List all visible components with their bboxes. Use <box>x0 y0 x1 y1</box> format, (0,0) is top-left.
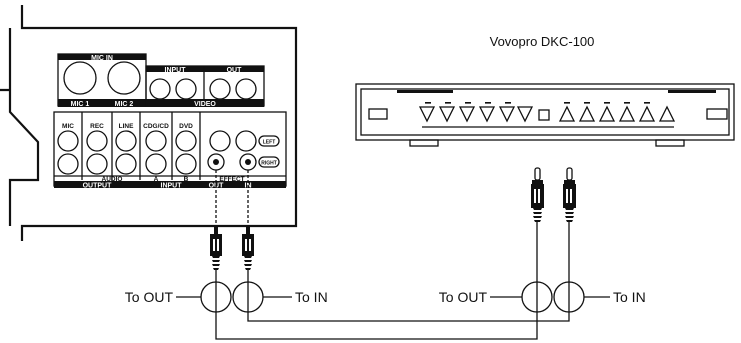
panel-side-bracket <box>0 28 40 226</box>
callout-left-to-in: To IN <box>295 289 328 305</box>
line-out-jack-left <box>115 130 137 152</box>
rca-plug-left-a <box>210 226 222 270</box>
mic2-jack <box>107 61 141 95</box>
device-button-left <box>368 108 388 120</box>
wire-in-to-in <box>247 222 570 322</box>
video-out-jack-1 <box>209 78 231 100</box>
callout-left-to-out: To OUT <box>125 289 174 305</box>
cdg-in-jack-right <box>145 153 167 175</box>
video-in-jack-1 <box>149 78 171 100</box>
rec-out-jack-right <box>86 153 108 175</box>
video-group: INPUT OUT VIDEO <box>145 65 265 108</box>
amplifier-rear-panel: MIC IN MIC 1 MIC 2 INPUT OUT VIDEO <box>0 5 298 241</box>
callout-right-to-in: To IN <box>613 289 646 305</box>
mic-in-group: MIC IN MIC 1 MIC 2 <box>57 53 147 108</box>
effect-out-jack-left <box>209 130 231 152</box>
audio-col-dvd: DVD <box>179 123 193 130</box>
audio-col-mic: MIC <box>62 123 74 130</box>
video-in-jack-2 <box>175 78 197 100</box>
audio-col-line: LINE <box>119 123 134 130</box>
up-arrow-keys <box>558 102 676 122</box>
line-out-jack-right <box>115 153 137 175</box>
right-tag <box>258 156 280 168</box>
callout-right-to-out: To OUT <box>439 289 488 305</box>
video-out-label: OUT <box>227 67 243 74</box>
right-tag-label: RIGHT <box>261 161 277 167</box>
dvd-in-jack-left <box>175 130 197 152</box>
device-foot-right <box>655 139 685 147</box>
audio-label: AUDIO <box>102 176 123 183</box>
input-label: INPUT <box>161 183 183 190</box>
rca-plug-right-b <box>563 167 576 222</box>
mic-out-jack-right <box>57 153 79 175</box>
dvd-in-jack-right <box>175 153 197 175</box>
cdg-in-jack-left <box>145 130 167 152</box>
dkc100-device: Vovopro DKC-100 <box>355 34 735 147</box>
effect-label: EFFECT <box>219 176 244 183</box>
left-tag-label: LEFT <box>263 140 276 146</box>
mic1-jack <box>63 61 97 95</box>
device-name: Vovopro DKC-100 <box>490 34 595 49</box>
video-input-label: INPUT <box>165 67 187 74</box>
rca-plug-right-a <box>531 167 544 222</box>
mic2-label: MIC 2 <box>115 101 134 108</box>
audio-col-cdg: CDG/CD <box>143 123 169 130</box>
left-tag <box>258 135 280 147</box>
device-body <box>355 83 735 141</box>
device-center-button <box>538 109 550 121</box>
wire-out-to-out <box>215 222 538 340</box>
cables <box>176 167 610 340</box>
input-a-label: A <box>154 176 159 183</box>
device-foot-left <box>409 139 439 147</box>
output-label: OUTPUT <box>83 183 113 190</box>
audio-col-rec: REC <box>90 123 104 130</box>
rca-plug-left-b <box>242 226 254 270</box>
mic-out-jack-left <box>57 130 79 152</box>
down-arrow-keys <box>418 102 534 123</box>
device-button-right <box>706 108 728 120</box>
video-out-jack-2 <box>235 78 257 100</box>
panel-case-outline <box>20 5 298 241</box>
rec-out-jack-left <box>86 130 108 152</box>
effect-in-jack-left <box>235 130 257 152</box>
input-b-label: B <box>184 176 189 183</box>
audio-block: MIC REC LINE CDG/CD DVD LEFT <box>53 111 287 190</box>
video-group-label: VIDEO <box>194 101 216 108</box>
mic-in-title: MIC IN <box>91 55 113 62</box>
mic1-label: MIC 1 <box>71 101 90 108</box>
